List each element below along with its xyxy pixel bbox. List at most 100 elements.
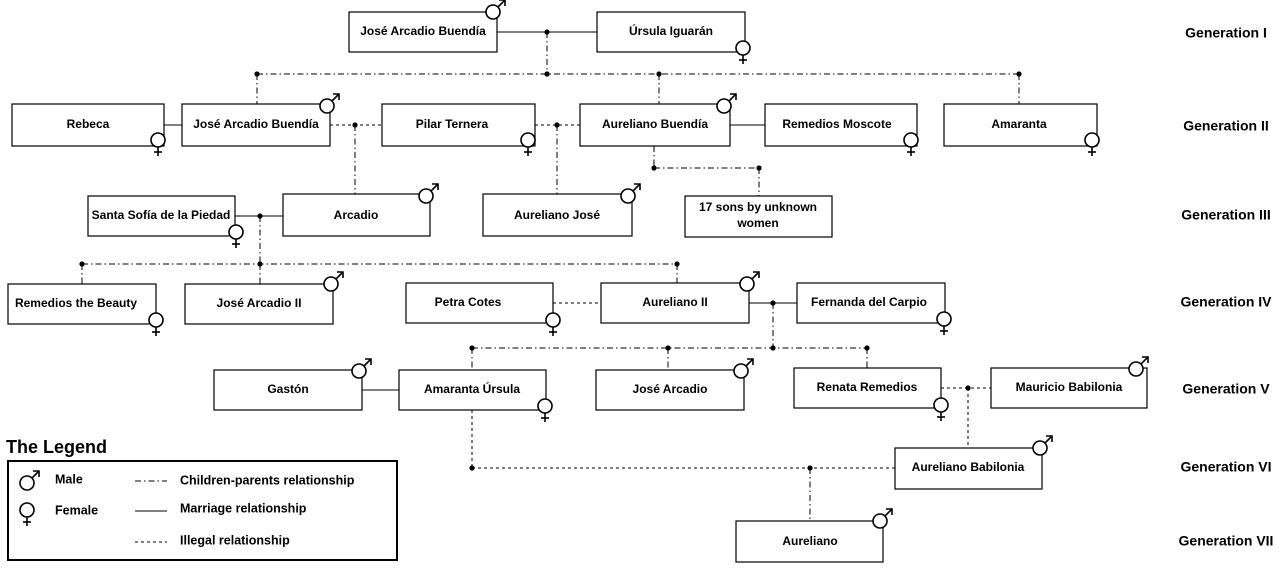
female-icon (228, 224, 244, 249)
person-name: José Arcadio Buendía (193, 117, 319, 131)
female-icon (520, 132, 536, 157)
male-icon (319, 93, 340, 114)
person-name: Aureliano Buendía (602, 117, 708, 131)
generation-label: Generation VII (1179, 533, 1274, 549)
legend-frame (7, 460, 398, 561)
person-name: Arcadio (334, 208, 379, 222)
female-icon (933, 397, 949, 422)
male-icon (733, 358, 754, 379)
person-jose-arcadio-ii: José Arcadio II (184, 271, 344, 325)
junction-dots (79, 29, 1022, 471)
male-icon (485, 0, 506, 20)
person-jose-arcadio-buendia-2: José Arcadio Buendía (181, 93, 340, 147)
female-icon (150, 132, 166, 157)
generation-label: Generation I (1185, 25, 1267, 41)
generation-label: Generation V (1182, 381, 1270, 397)
person-name: Pilar Ternera (416, 117, 489, 131)
person-jose-arcadio-v: José Arcadio (595, 358, 754, 411)
person-name: Santa Sofía de la Piedad (92, 208, 231, 222)
junction-dot (469, 345, 475, 351)
male-icon (1032, 435, 1053, 456)
junction-dot (544, 29, 550, 35)
person-name: Fernanda del Carpio (811, 295, 927, 309)
junction-dot (807, 465, 813, 471)
junction-dot (554, 122, 560, 128)
legend: The Legend Male Female Children-parents … (6, 437, 398, 561)
legend-female-label: Female (55, 503, 98, 517)
person-name: 17 sons by unknown (699, 200, 817, 214)
generation-label: Generation IV (1180, 294, 1272, 310)
person-amaranta: Amaranta (943, 103, 1100, 157)
person-name: Renata Remedios (817, 380, 918, 394)
junction-dot (864, 345, 870, 351)
person-pilar-ternera: Pilar Ternera (381, 103, 536, 157)
junction-dot (544, 71, 550, 77)
person-aureliano-jose: Aureliano José (482, 183, 641, 237)
person-aureliano: Aureliano (735, 508, 893, 563)
generation-labels: Generation I Generation II Generation II… (1179, 25, 1274, 549)
person-name: Rebeca (67, 117, 110, 131)
person-petra-cotes: Petra Cotes (405, 282, 561, 337)
person-name: Petra Cotes (435, 295, 502, 309)
person-name: Gastón (267, 382, 308, 396)
junction-dot (656, 71, 662, 77)
legend-title: The Legend (6, 437, 107, 457)
male-icon (323, 271, 344, 292)
female-icon (545, 312, 561, 337)
person-aureliano-babilonia: Aureliano Babilonia (894, 435, 1053, 490)
connectors (81, 31, 1020, 521)
person-name: José Arcadio (633, 382, 708, 396)
person-name: Mauricio Babilonia (1016, 380, 1123, 394)
person-remedios-moscote: Remedios Moscote (764, 103, 919, 157)
generation-label: Generation VI (1180, 459, 1271, 475)
person-fernanda-del-carpio: Fernanda del Carpio (796, 282, 952, 336)
person-aureliano-ii: Aureliano II (600, 271, 760, 324)
female-icon (903, 132, 919, 157)
person-santa-sofia: Santa Sofía de la Piedad (87, 195, 244, 249)
junction-dot (770, 300, 776, 306)
person-name: Remedios the Beauty (15, 296, 137, 310)
junction-dot (352, 122, 358, 128)
person-name: Aureliano José (514, 208, 600, 222)
junction-dot (254, 71, 260, 77)
junction-dot (257, 213, 263, 219)
male-icon (620, 183, 641, 204)
junction-dot (79, 261, 85, 267)
person-jose-arcadio-buendia-1: José Arcadio Buendía (348, 0, 506, 53)
person-name: José Arcadio II (217, 296, 302, 310)
male-icon (872, 508, 893, 529)
female-icon (537, 398, 553, 423)
junction-dot (257, 261, 263, 267)
junction-dot (756, 165, 762, 171)
female-icon (1084, 132, 1100, 157)
person-mauricio-babilonia: Mauricio Babilonia (990, 356, 1149, 409)
junction-dot (674, 261, 680, 267)
male-icon (716, 93, 737, 114)
person-aureliano-buendia: Aureliano Buendía (579, 93, 737, 147)
male-icon (351, 358, 372, 379)
legend-children-label: Children-parents relationship (180, 473, 355, 487)
person-gaston: Gastón (213, 358, 372, 411)
legend-marriage-label: Marriage relationship (180, 501, 307, 515)
person-name: José Arcadio Buendía (360, 24, 486, 38)
person-name: Aureliano Babilonia (912, 460, 1025, 474)
person-amaranta-ursula: Amaranta Úrsula (398, 369, 553, 423)
person-renata-remedios: Renata Remedios (793, 367, 949, 422)
male-icon (739, 271, 760, 292)
female-icon (148, 312, 164, 337)
person-name: women (736, 216, 778, 230)
junction-dot (469, 465, 475, 471)
person-name: Remedios Moscote (782, 117, 892, 131)
person-rebeca: Rebeca (11, 103, 166, 157)
person-name: Amaranta (991, 117, 1047, 131)
person-seventeen-sons: 17 sons by unknown women (684, 195, 833, 238)
junction-dot (651, 165, 657, 171)
female-icon (936, 311, 952, 336)
person-name: Úrsula Iguarán (629, 23, 713, 38)
junction-dot (770, 345, 776, 351)
junction-dot (1016, 71, 1022, 77)
person-remedios-the-beauty: Remedios the Beauty (7, 283, 164, 337)
junction-dot (965, 385, 971, 391)
legend-male-label: Male (55, 472, 83, 486)
